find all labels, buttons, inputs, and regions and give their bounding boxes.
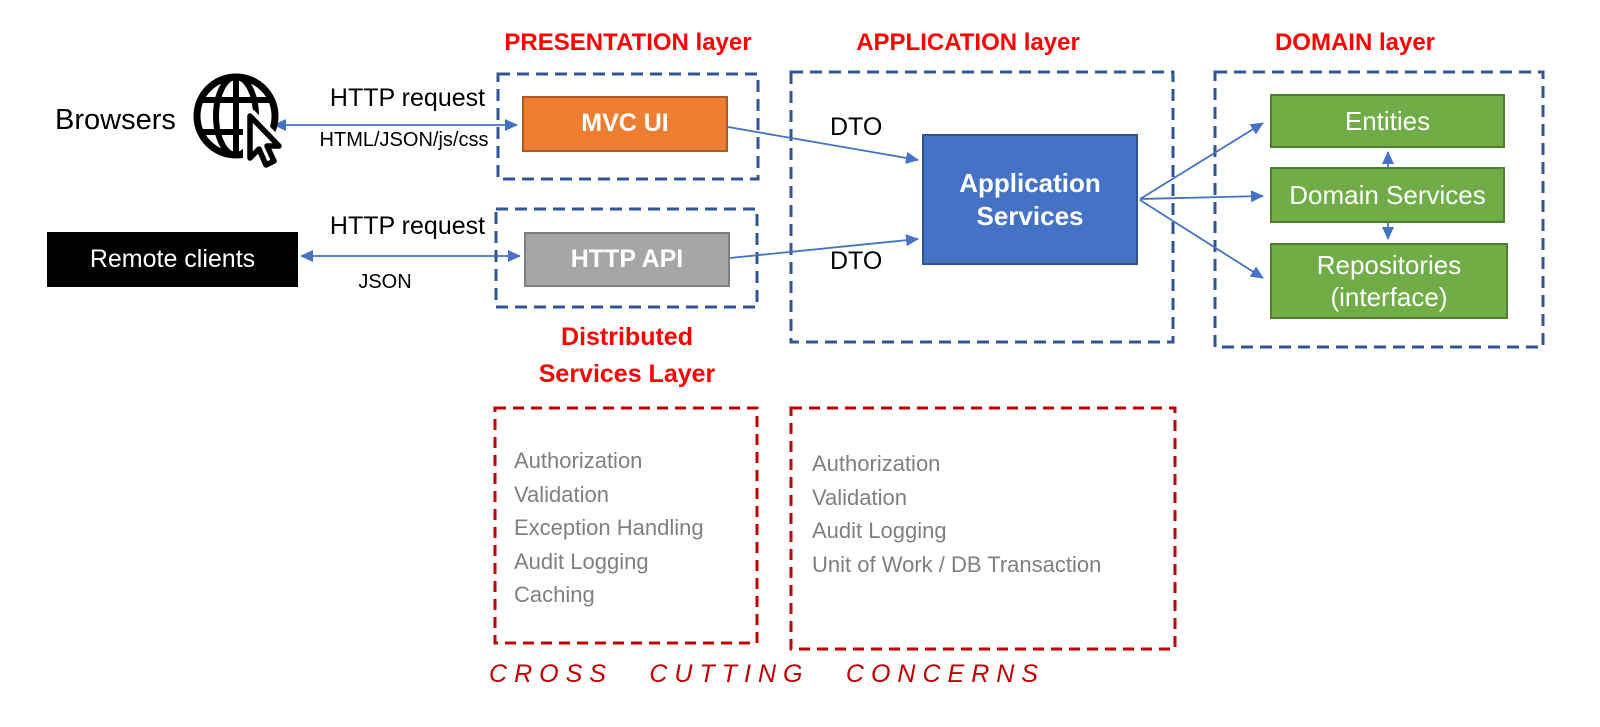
entities-box: Entities — [1270, 94, 1505, 148]
domain-services-box: Domain Services — [1270, 167, 1505, 223]
http-api-box: HTTP API — [524, 232, 730, 287]
cross-cutting-right-list: Authorization Validation Audit Logging U… — [812, 447, 1101, 581]
cross-cutting-left-list: Authorization Validation Exception Handl… — [514, 444, 704, 612]
list-item: Audit Logging — [514, 548, 649, 574]
list-item: Validation — [514, 481, 609, 507]
application-services-box: Application Services — [922, 134, 1138, 265]
arrow-httpapi-appservices — [729, 234, 919, 259]
entities-label: Entities — [1344, 105, 1431, 136]
list-item: Audit Logging — [812, 518, 947, 543]
application-services-label: Application Services — [959, 168, 1101, 231]
repositories-label: Repositories (interface) — [1316, 249, 1462, 313]
dto-label-top: DTO — [830, 113, 883, 141]
distributed-services-layer-title: Distributed Services Layer — [538, 323, 716, 388]
browsers-label: Browsers — [55, 104, 176, 136]
browser-globe-icon — [193, 73, 286, 172]
browser-arrow-label-bottom: HTML/JSON/js/css — [319, 129, 489, 151]
http-api-label: HTTP API — [570, 244, 684, 273]
list-item: Exception Handling — [514, 515, 704, 540]
presentation-layer-title: PRESENTATION layer — [504, 29, 752, 56]
remote-arrow-label-top: HTTP request — [329, 212, 486, 240]
domain-services-label: Domain Services — [1289, 179, 1486, 210]
mouse-cursor-icon — [247, 113, 282, 168]
arrow-appservices-repositories — [1139, 199, 1264, 279]
arrow-appservices-domainservices — [1139, 190, 1264, 203]
list-item: Unit of Work / DB Transaction — [812, 551, 1102, 577]
list-item: Caching — [514, 582, 595, 607]
cross-cutting-concerns-footer: CROSS CUTTING CONCERNS — [489, 660, 1045, 688]
dto-label-bottom: DTO — [830, 247, 883, 275]
list-item: Authorization — [514, 448, 643, 473]
remote-clients-box: Remote clients — [47, 232, 298, 287]
arrow-appservices-entities — [1139, 122, 1264, 200]
repositories-box: Repositories (interface) — [1270, 243, 1508, 319]
remote-clients-label: Remote clients — [89, 244, 256, 273]
domain-layer-title: DOMAIN layer — [1274, 29, 1436, 56]
arrow-mvcui-appservices — [727, 126, 919, 164]
mvc-ui-box: MVC UI — [522, 96, 728, 152]
browser-arrow-label-top: HTTP request — [329, 84, 486, 112]
remote-arrow-label-bottom: JSON — [358, 271, 412, 293]
list-item: Validation — [812, 484, 907, 510]
application-layer-title: APPLICATION layer — [856, 29, 1080, 56]
mvc-ui-label: MVC UI — [581, 109, 669, 138]
list-item: Authorization — [812, 451, 941, 476]
